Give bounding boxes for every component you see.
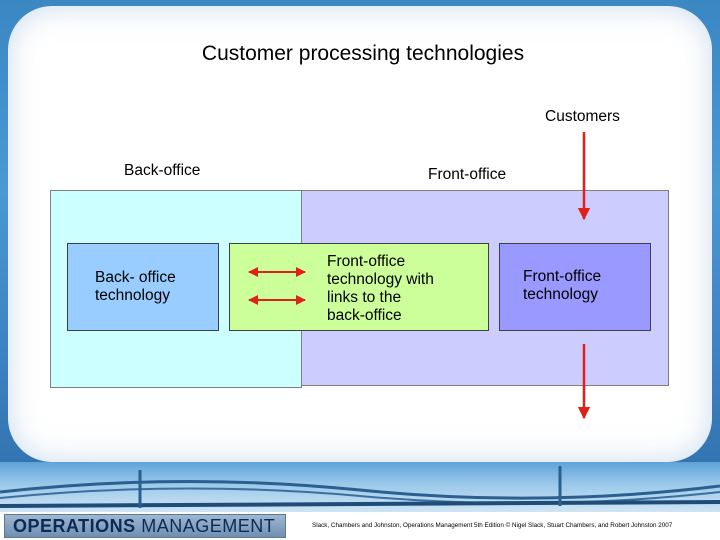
linked-technology-line-2: technology with xyxy=(327,271,434,288)
back-office-technology-box: Back- office technology xyxy=(67,243,219,331)
bridge-illustration xyxy=(0,466,720,508)
back-office-technology-line-1: Back- office xyxy=(95,269,176,286)
copyright-notice: Slack, Chambers and Johnston, Operations… xyxy=(312,522,673,529)
front-office-technology-line-1: Front-office xyxy=(523,268,602,285)
linked-technology-line-1: Front-office xyxy=(327,253,406,270)
front-office-technology-line-2: technology xyxy=(523,286,598,303)
linked-technology-box: Front-office technology with links to th… xyxy=(229,243,489,331)
operations-management-logo: OPERATIONS MANAGEMENT xyxy=(4,514,286,538)
back-office-technology-line-2: technology xyxy=(95,287,170,304)
front-office-label: Front-office xyxy=(428,166,507,183)
linked-technology-line-4: back-office xyxy=(327,307,402,324)
customers-label: Customers xyxy=(545,108,620,125)
slide-title: Customer processing technologies xyxy=(201,42,525,65)
logo-prefix: OPERATIONS xyxy=(13,516,136,536)
footer-bridge-image xyxy=(0,462,720,517)
front-office-technology-box: Front-office technology xyxy=(499,243,651,331)
logo-suffix: MANAGEMENT xyxy=(141,516,276,536)
back-office-label: Back-office xyxy=(124,162,201,179)
linked-technology-line-3: links to the xyxy=(327,289,402,306)
